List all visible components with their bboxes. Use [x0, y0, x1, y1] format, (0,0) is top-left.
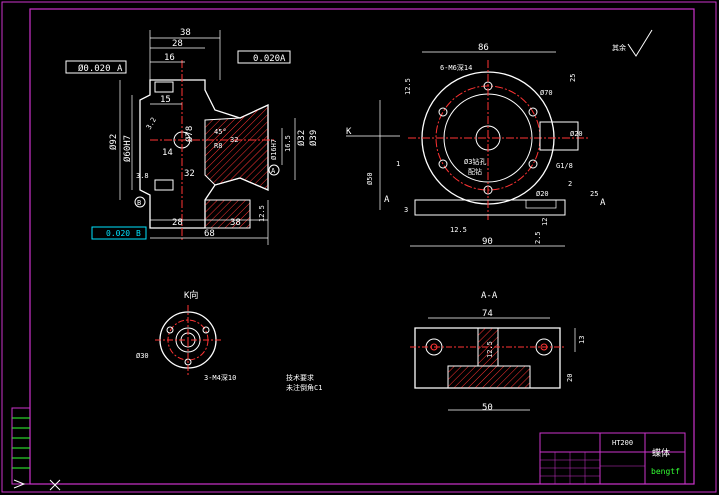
datum-a-circle [268, 164, 280, 176]
k-view: K向 Ø30 3-M4深10 [136, 289, 236, 382]
holes-6-m6: 6-M6深14 [440, 63, 472, 72]
ra-3-2: 3.2 [145, 116, 158, 131]
section-ra: 12.5 [486, 341, 494, 358]
gdt-left-value: Ø0.020 [78, 63, 111, 74]
front-hatch-bottom [204, 199, 251, 229]
ra-12-5-top: 12.5 [404, 78, 412, 95]
front-view: 38 28 16 15 14 3.8 32 Ø92 Ø60H7 Ø78 Ø32 … [65, 28, 319, 245]
ra-25-top: 25 [569, 74, 577, 82]
top-base [414, 199, 566, 216]
datum-a-label: A [271, 167, 276, 175]
top-view: 86 6-M6深14 Ø70 Ø20 12.5 25 Ø50 1 Ø3钻孔 配钻… [346, 43, 606, 247]
dim-dia-20b: Ø20 [536, 190, 549, 198]
section-aa: A-A 74 50 13 20 12.5 [410, 291, 586, 413]
thread-g1-8: G1/8 [556, 162, 573, 170]
dim-dia-92: Ø92 [108, 134, 119, 150]
dim-12: 12 [541, 218, 549, 226]
section-dim-20: 20 [566, 374, 574, 382]
inner-border [29, 8, 695, 485]
view-arrow-k: K [346, 127, 352, 137]
dim-2-5: 2.5 [534, 231, 542, 244]
gdt-top-value: 0.020 [253, 54, 280, 64]
gdt-left-ref: A [117, 64, 123, 74]
title-part-name: 蝶体 [652, 447, 670, 459]
section-dim-50: 50 [482, 403, 493, 413]
gdt-top-ref: A [280, 54, 286, 64]
title-block: HT200 蝶体 bengtf [539, 432, 686, 485]
ra-12-5: 12.5 [258, 205, 266, 222]
dim-dia-32: Ø32 [296, 130, 307, 146]
gdt-bottom-frame [91, 226, 147, 240]
dia-3-drill: Ø3钻孔 [464, 157, 486, 166]
dim-dia-20: Ø20 [570, 130, 583, 138]
gdt-bottom-value: 0.020 [106, 229, 130, 238]
dim-bottom-68: 68 [204, 229, 215, 239]
dim-left-14: 14 [162, 148, 173, 158]
deg-45: 45° [214, 128, 227, 136]
cross-icon [49, 479, 61, 491]
section-dim-74: 74 [482, 309, 493, 319]
dim-dia-60h7: Ø60H7 [122, 135, 133, 162]
k-view-title: K向 [184, 289, 198, 301]
dim-dia-70: Ø70 [540, 89, 553, 97]
radius-r8: R8 [214, 142, 222, 150]
arrow-icon [13, 479, 26, 489]
dim-top-38: 38 [180, 28, 191, 38]
ra-32b: 32 [230, 136, 238, 144]
gdt-top-frame [237, 50, 291, 64]
top-side-boss [539, 121, 579, 151]
dim-dia-50: Ø50 [366, 172, 374, 185]
dim-left-32: 32 [184, 169, 195, 179]
gdt-left-frame [65, 60, 127, 74]
roughness-other-label: 其余 [612, 43, 626, 52]
title-designer: bengtf [651, 467, 680, 476]
k-dia-30: Ø30 [136, 352, 149, 360]
ra-12-5-base: 12.5 [450, 226, 467, 234]
ra-25b: 25 [590, 190, 598, 198]
dim-dia-78: Ø78 [184, 126, 195, 142]
tech-requirements-note: 未注倒角C1 [286, 383, 322, 392]
datum-b-circle [134, 196, 146, 208]
dim-3: 3 [404, 206, 408, 214]
drill-note: 配钻 [468, 167, 482, 176]
dim-bottom-28: 28 [172, 218, 183, 228]
binding-strip [11, 407, 31, 485]
dim-dia-39: Ø39 [308, 130, 319, 146]
gdt-bottom-ref: B [136, 229, 141, 238]
front-hatch-section [204, 104, 269, 191]
dim-16-5: 16.5 [284, 135, 292, 152]
dim-2: 2 [568, 180, 572, 188]
roughness-check-icon [627, 29, 653, 57]
tech-requirements-title: 技术要求 [286, 373, 314, 382]
section-title: A-A [481, 291, 498, 301]
dim-86: 86 [478, 43, 489, 53]
dim-left-3-8: 3.8 [136, 172, 149, 180]
dim-top-16: 16 [164, 53, 175, 63]
k-holes: 3-M4深10 [204, 373, 236, 382]
dim-mid-15: 15 [160, 95, 171, 105]
dim-dia-16h7: Ø16H7 [270, 139, 278, 160]
datum-b-label: B [137, 199, 141, 207]
dim-1: 1 [396, 160, 400, 168]
datum-a-top2: A [600, 198, 606, 208]
dim-90: 90 [482, 237, 493, 247]
binding-strip-cells [12, 417, 30, 469]
section-dim-13: 13 [578, 336, 586, 344]
dim-top-28: 28 [172, 39, 183, 49]
datum-a-top: A [384, 195, 390, 205]
title-material: HT200 [612, 439, 633, 447]
dim-bottom-38: 38 [230, 218, 241, 228]
